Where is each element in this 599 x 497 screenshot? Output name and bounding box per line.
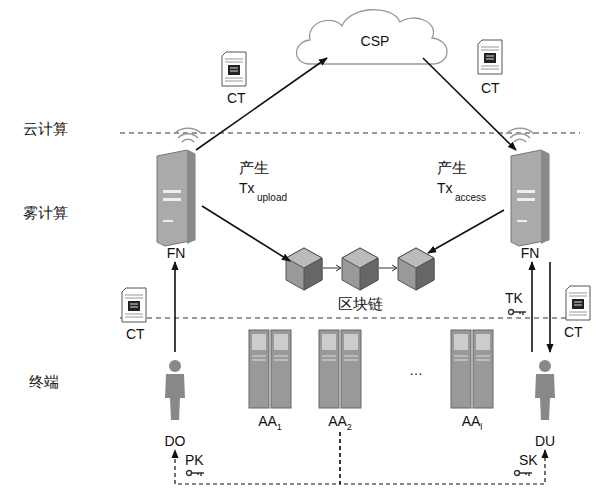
key-distribution-arrow xyxy=(175,432,340,484)
transaction-label: Tx xyxy=(238,180,256,196)
layer-label: 云计算 xyxy=(22,121,69,137)
node-label: 区块链 xyxy=(338,295,383,312)
data-flow-arrow xyxy=(202,206,290,261)
node-label: AA xyxy=(258,413,277,429)
node-text-line: FN xyxy=(521,245,540,262)
edge-label: CT xyxy=(563,324,584,340)
edge-label: CT xyxy=(125,326,146,342)
data-flow-arrow xyxy=(174,262,176,352)
attribute-authority: AA2 xyxy=(315,328,365,432)
ellipsis: … xyxy=(408,362,424,378)
layer-label: 雾计算 xyxy=(22,205,69,221)
node-label: AA xyxy=(328,413,347,429)
data-flow-arrow xyxy=(549,262,551,352)
edge-label: 产生 xyxy=(238,160,270,176)
node-text-line: AA2 xyxy=(328,413,352,432)
transaction-subscript: access xyxy=(454,190,487,206)
edge-label: PK xyxy=(184,452,205,468)
fog-node: FN xyxy=(504,150,556,262)
key-distribution-arrow xyxy=(340,432,545,484)
data-flow-arrow xyxy=(423,58,516,150)
node-text-line: FN xyxy=(167,245,186,262)
node-text-line: AAl xyxy=(462,413,483,432)
fog-node: FN xyxy=(150,150,202,262)
layer-label: 终端 xyxy=(28,374,60,390)
cloud-node: CSP xyxy=(325,20,425,62)
transaction-subscript: upload xyxy=(256,190,288,206)
blockchain: 区块链 xyxy=(282,245,438,313)
node-text-line: DU xyxy=(535,433,555,450)
edge-label: 产生 xyxy=(436,160,468,176)
node-label: DO xyxy=(165,433,186,449)
edge-label: CT xyxy=(226,90,247,106)
attribute-authority: AAl xyxy=(447,328,497,432)
node-label: FN xyxy=(521,245,540,261)
data-user: DU xyxy=(520,352,570,450)
data-owner: DO xyxy=(150,352,200,450)
node-text-line: DO xyxy=(165,433,186,450)
edge-label: TK xyxy=(504,290,524,306)
data-flow-arrow xyxy=(428,210,504,253)
node-text-line: CSP xyxy=(361,33,390,50)
edge-label: SK xyxy=(518,452,539,468)
node-text-line: AA1 xyxy=(258,413,282,432)
subscript: 1 xyxy=(277,422,282,432)
data-flow-arrow xyxy=(196,58,327,150)
subscript: l xyxy=(480,422,482,432)
node-label: CSP xyxy=(361,33,390,49)
data-flow-arrow xyxy=(531,262,533,352)
node-text-line: 区块链 xyxy=(338,296,383,313)
transaction-label: Tx xyxy=(436,180,454,196)
attribute-authority: AA1 xyxy=(245,328,295,432)
edge-label: CT xyxy=(480,80,501,96)
node-label: AA xyxy=(462,413,481,429)
subscript: 2 xyxy=(347,422,352,432)
node-label: FN xyxy=(167,245,186,261)
node-label: DU xyxy=(535,433,555,449)
